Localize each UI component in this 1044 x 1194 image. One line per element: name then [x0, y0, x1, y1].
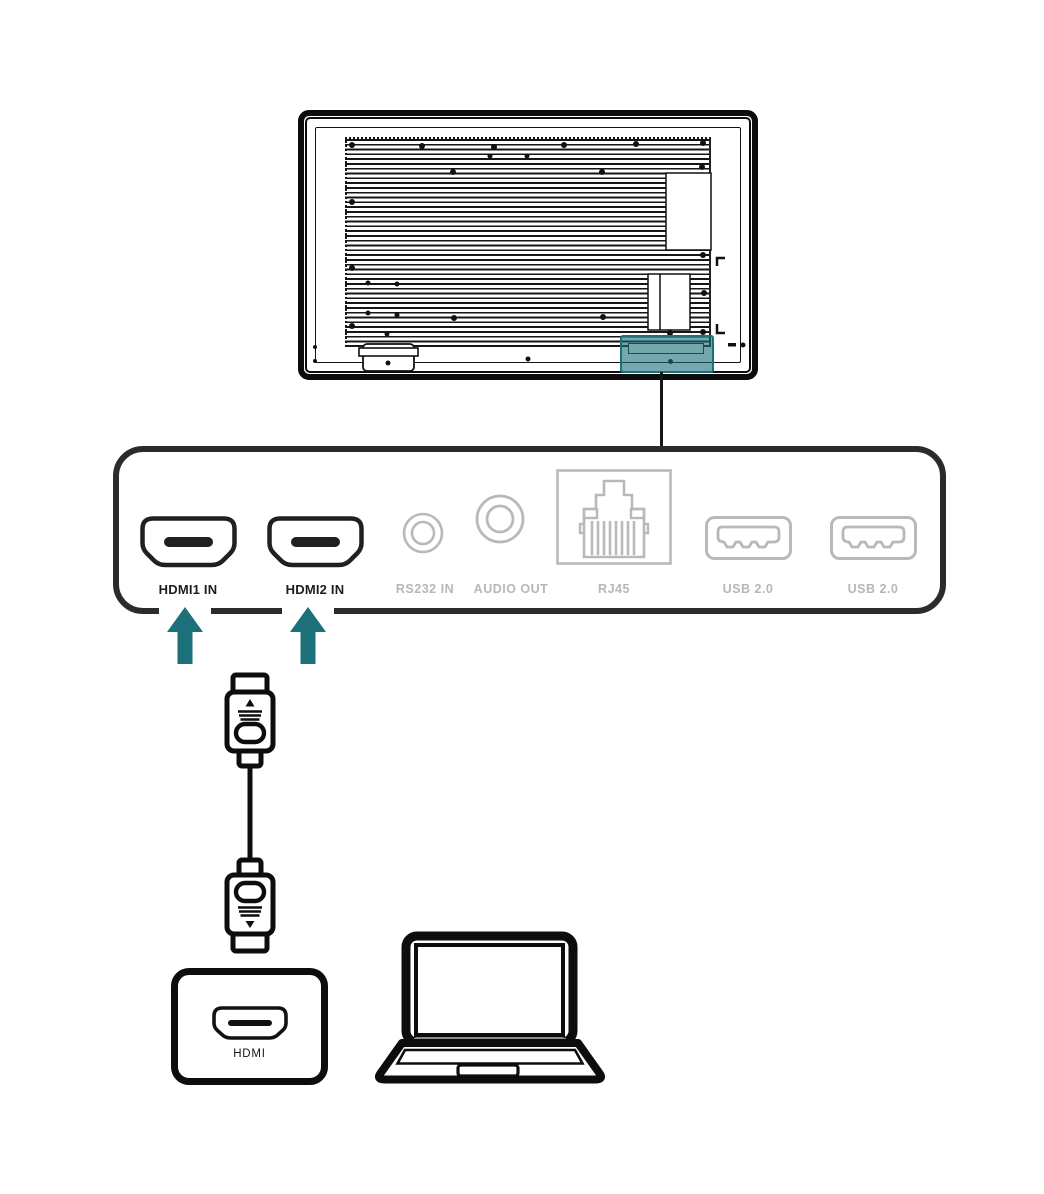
hdmi-source-label: HDMI	[233, 1048, 266, 1060]
screw-and-detail-marks	[313, 140, 746, 372]
service-panel-2	[647, 273, 691, 331]
display-bezel-line	[315, 127, 741, 363]
callout-line	[660, 372, 663, 446]
audio-out-port-icon	[475, 494, 525, 544]
port-label-hdmi1: HDMI1 IN	[158, 582, 218, 597]
port-label-rj45: RJ45	[598, 582, 630, 596]
laptop-icon	[375, 931, 605, 1084]
hdmi2-port-icon	[267, 516, 364, 568]
highlight-overlay	[620, 335, 714, 373]
arrow-up-hdmi1-icon	[167, 607, 203, 664]
rj45-port-icon	[556, 469, 672, 565]
port-label-rs232: RS232 IN	[395, 582, 455, 596]
service-panel-1	[665, 172, 712, 251]
usb1-port-icon	[705, 516, 792, 560]
port-label-audio-out: AUDIO OUT	[473, 582, 549, 596]
usb2-port-icon	[830, 516, 917, 560]
display-frame-inner-line	[305, 117, 751, 373]
corner-mark-top	[715, 256, 725, 266]
rs232-port-icon	[402, 512, 444, 554]
hdmi1-port-icon	[140, 516, 237, 568]
arrow-up-hdmi2-icon	[290, 607, 326, 664]
port-label-hdmi2: HDMI2 IN	[285, 582, 345, 597]
hdmi-source-box: HDMI	[171, 968, 328, 1085]
port-label-usb2: USB 2.0	[847, 582, 899, 596]
corner-mark-bottom	[715, 324, 725, 335]
display-back-view	[298, 110, 758, 380]
mount-bracket	[358, 343, 419, 372]
port-area-highlight	[620, 335, 714, 373]
io-port-panel: HDMI1 IN HDMI2 IN RS232 IN AUDIO OUT RJ4…	[113, 446, 946, 614]
hdmi-cable-icon	[224, 672, 276, 954]
port-label-usb1: USB 2.0	[722, 582, 774, 596]
hdmi-source-port-icon	[211, 1006, 288, 1040]
